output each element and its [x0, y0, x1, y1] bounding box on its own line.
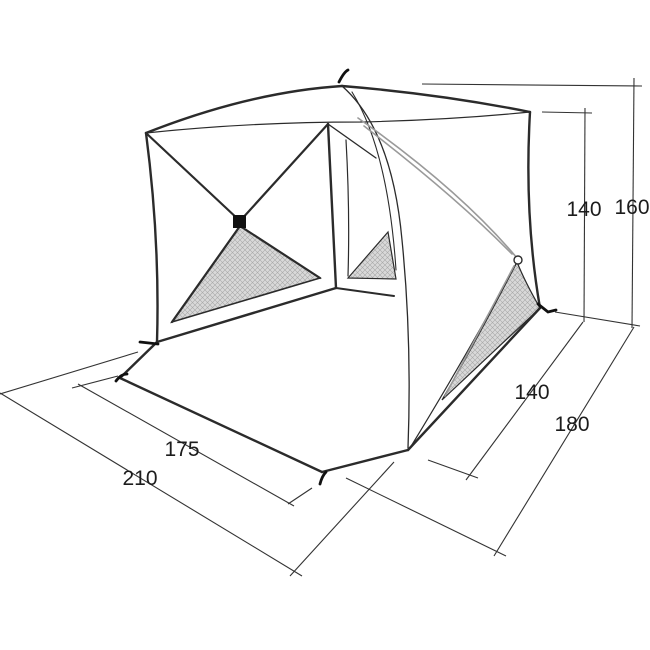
- right-back-post: [527, 110, 542, 310]
- peg-top: [337, 68, 350, 84]
- width-outer-label: 210: [122, 467, 157, 490]
- right-wall-bottom: [406, 306, 542, 452]
- roof-front-edge: [144, 84, 344, 135]
- width-inner-label: 175: [164, 438, 199, 461]
- mesh-panel-right: [441, 260, 541, 401]
- hub-to-bottom-right: [238, 224, 322, 280]
- left-wall-bottom: [155, 286, 338, 344]
- tent-frame: [118, 84, 542, 474]
- left-back-post: [326, 122, 338, 290]
- peg-left-front: [114, 372, 129, 383]
- depth-outer-line: [493, 326, 635, 557]
- roof-right-edge: [340, 84, 532, 114]
- back-wall-bottom: [335, 287, 395, 297]
- hub-to-top-right: [238, 122, 330, 223]
- grey-poles: [357, 117, 518, 397]
- left-back-diagonal: [327, 123, 377, 159]
- grey-pole-lower: [444, 265, 515, 397]
- base-ext-line: [554, 311, 641, 327]
- height-inner-label: 140: [566, 198, 601, 221]
- height-outer-line: [631, 77, 635, 329]
- width-inner-right-ext: [287, 487, 313, 505]
- floor-left-edge: [118, 340, 159, 380]
- center-hub: [233, 215, 246, 228]
- width-inner-left-ext: [71, 375, 119, 389]
- width-outer-left-ext: [0, 351, 139, 395]
- depth-outer-ext: [345, 477, 507, 557]
- hub-to-bottom-left: [170, 224, 242, 324]
- pole-ring: [513, 255, 523, 265]
- grey-pole-outer: [357, 117, 518, 259]
- grey-pole-inner: [363, 125, 513, 255]
- depth-inner-ext: [427, 459, 479, 479]
- hub-to-top-left: [144, 131, 242, 223]
- depth-inner-line: [465, 321, 584, 481]
- floor-right-edge: [320, 448, 410, 474]
- height-inner-line: [583, 107, 586, 323]
- floor-front-edge: [118, 376, 324, 474]
- front-arch: [341, 85, 410, 449]
- peg-right-back: [536, 302, 558, 314]
- mesh-panels: [170, 224, 541, 401]
- front-arch-inner: [351, 91, 397, 271]
- mesh-panel-left: [170, 224, 322, 324]
- height-outer-label: 160: [614, 196, 649, 219]
- depth-outer-label: 180: [554, 413, 589, 436]
- height-inner-top-ext: [541, 111, 593, 114]
- width-outer-right-ext: [289, 461, 395, 577]
- back-center-seam: [345, 139, 350, 277]
- width-inner-line: [77, 383, 295, 507]
- peg-front: [318, 470, 328, 486]
- depth-inner-label: 140: [514, 381, 549, 404]
- pegs: [114, 68, 558, 486]
- dimension-lines: [0, 77, 643, 577]
- roof-inner-edge: [145, 111, 531, 134]
- peg-left-back: [138, 340, 160, 346]
- height-outer-top-ext: [421, 83, 643, 87]
- width-outer-line: [0, 392, 303, 577]
- left-front-post: [144, 131, 159, 344]
- mesh-panel-back: [346, 230, 397, 280]
